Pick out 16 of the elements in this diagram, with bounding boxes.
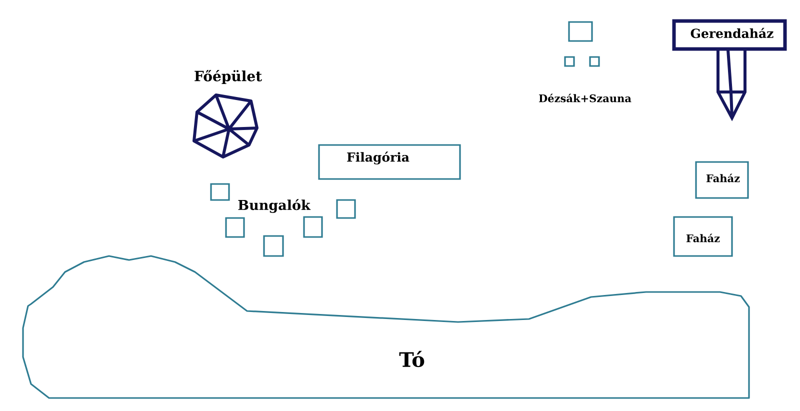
square-outline <box>589 56 600 67</box>
square-outline <box>210 183 230 201</box>
lake-outline: Tó <box>22 255 750 399</box>
square-outline <box>263 235 284 257</box>
area-label: Bungalók <box>238 199 311 213</box>
building-box: Faház <box>695 161 749 199</box>
building-label: Főépület <box>194 70 262 84</box>
building-box: Filagória <box>318 144 461 180</box>
square-outline <box>336 199 356 219</box>
area-label: Dézsák+Szauna <box>539 94 632 102</box>
square-outline <box>303 216 323 238</box>
building-box: Gerendaház <box>672 19 787 51</box>
square-outline <box>225 217 245 238</box>
building-box: Faház <box>673 216 733 257</box>
square-outline <box>564 56 575 67</box>
square-outline <box>568 21 593 42</box>
